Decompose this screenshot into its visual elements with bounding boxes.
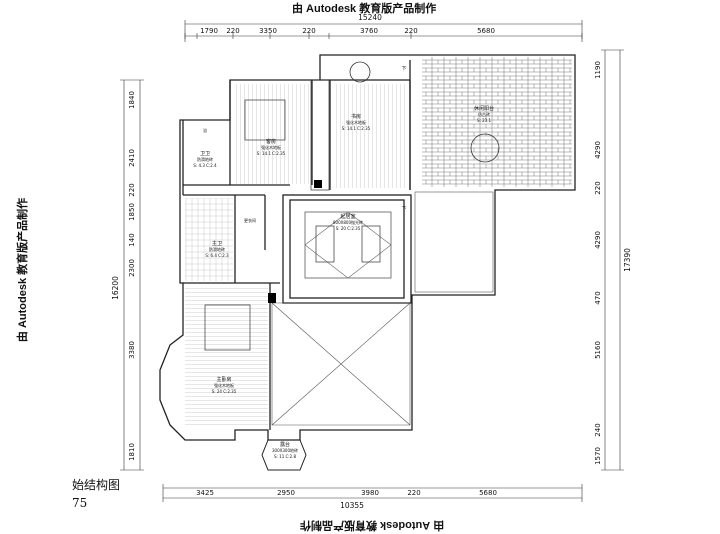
drawing-title: 始结构图 [72,478,121,492]
dim-top-segment: 220 [226,27,239,35]
room-balcony-name: 露台 [280,441,290,448]
room-balcony-area: S: 11 C:2.8 [274,454,296,459]
stair-area [414,191,494,293]
terrace-table [470,133,500,163]
dim-left-segment: 3380 [128,341,136,359]
dimension-lines [120,20,624,502]
dim-bottom-segment: 220 [407,489,420,497]
watermark-top: 由 Autodesk 教育版产品制作 [292,3,437,15]
dim-bottom-total: 10355 [340,501,364,510]
dim-bottom-segment: 2950 [277,489,295,497]
bath-floor [185,198,233,281]
dim-right-segment: 4290 [594,141,602,159]
room-terrace-name: 休闲阳台 [474,105,494,112]
room-study-floor: 强化木地板 [346,119,366,125]
dim-bottom-segment: 3425 [196,489,214,497]
closet-pillar [310,79,330,191]
dim-left-total: 16200 [111,276,120,300]
room-master-area: S: 24 C:2.35 [212,389,237,394]
room-study-name: 书房 [351,113,361,120]
dim-right-segment: 1190 [594,61,602,79]
dim-top-segment: 220 [404,27,417,35]
walls [159,54,576,441]
dim-right-segment: 240 [594,423,602,436]
scale-mark: 75 [72,496,88,510]
dim-right-segment: 5160 [594,341,602,359]
dim-left-segment: 220 [128,183,136,196]
balcony-bay [261,439,307,471]
stair-down-mark-2: 下 [401,206,406,212]
room-bath1-name: 卫卫 [200,151,210,157]
room-master-name: 主卧房 [216,376,231,383]
room-bath2-area: S: 6.4 C:2.3 [205,253,229,258]
column-2 [268,293,276,303]
room-bedroom-floor: 强化木地板 [261,144,281,150]
study-floor [333,84,408,188]
room-bedroom-area: S: 14.1 C:2.35 [257,151,286,156]
living-diamond [304,211,392,279]
dim-right-total: 17390 [623,248,632,272]
dim-top-segment: 5680 [477,27,495,35]
room-small-name: 浴 [203,127,207,133]
master-floor [185,286,268,426]
dim-top-segment: 3350 [259,27,277,35]
dim-top-segment: 1790 [200,27,218,35]
dim-top-segment: 220 [302,27,315,35]
dim-left-segment: 1810 [128,443,136,461]
dim-right-segment: 220 [594,181,602,194]
dim-right-segment: 4290 [594,231,602,249]
room-bath2-floor: 防滑地砖 [209,246,225,252]
sofa-2 [361,225,381,263]
dim-left-segment: 2300 [128,259,136,277]
bed-master [204,304,251,351]
dim-top-segment: 3760 [360,27,378,35]
room-bath2-name: 主卫 [212,240,222,247]
terrace-floor [422,57,572,187]
dim-right-segment: 1570 [594,447,602,465]
study-chair [349,61,371,83]
dim-top-total: 15240 [358,13,382,22]
stair-down-mark-1: 下 [401,66,406,72]
room-study-area: S: 14.1 C:2.35 [342,126,371,131]
room-living-name: 起居室 [340,213,355,220]
room-balcony-floor: 300X300地砖 [272,447,298,453]
bedroom-floor [233,84,309,184]
dim-bottom-segment: 5680 [479,489,497,497]
room-living-floor: 800X800抛光砖 [333,219,363,225]
column-1 [314,180,322,188]
room-bedroom-name: 客房 [266,138,276,145]
void-x [271,302,411,426]
room-bath1-area: S: 4.3 C:2.4 [193,163,217,168]
room-terrace-floor: 仿古砖 [478,111,490,117]
sofa-1 [315,225,335,263]
room-closet-name: 更衣间 [244,217,256,223]
room-terrace-area: S: 23.1 [477,118,492,123]
room-living-area: S: 20 C:2.35 [336,226,361,231]
bed-guest [244,99,286,141]
dim-left-segment: 140 [128,233,136,246]
room-bath1-floor: 防滑地砖 [197,156,213,162]
dim-left-segment: 1840 [128,91,136,109]
dim-right-segment: 470 [594,291,602,304]
dim-left-segment: 1850 [128,203,136,221]
dim-bottom-segment: 3980 [361,489,379,497]
dim-left-segment: 2410 [128,149,136,167]
room-master-floor: 强化木地板 [214,382,234,388]
